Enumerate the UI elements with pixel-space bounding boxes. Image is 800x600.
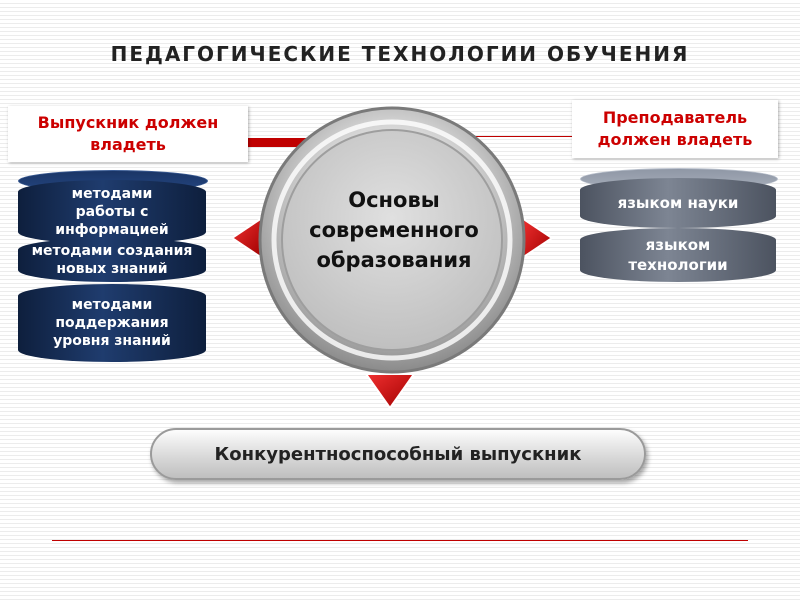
right-arrow-icon — [521, 216, 554, 260]
right-item-2-line-2: технологии — [628, 256, 728, 274]
center-text-line-3: образования — [316, 248, 472, 272]
left-item-3: методами поддержания уровня знаний — [18, 284, 206, 362]
right-item-1: языком науки — [580, 178, 776, 228]
left-label-line-2: владеть — [90, 135, 166, 154]
left-item-2-line-2: новых знаний — [56, 261, 168, 277]
left-label-box: Выпускник должен владеть — [8, 106, 248, 162]
right-label-box: Преподаватель должен владеть — [572, 100, 778, 158]
left-item-2-line-1: методами создания — [31, 243, 193, 259]
right-label-line-1: Преподаватель — [602, 108, 748, 127]
slide-title: ПЕДАГОГИЧЕСКИЕ ТЕХНОЛОГИИ ОБУЧЕНИЯ — [110, 42, 690, 66]
left-item-3-line-3: уровня знаний — [53, 333, 171, 349]
right-item-2-line-1: языком — [645, 236, 711, 254]
center-text-line-1: Основы — [348, 188, 440, 212]
down-arrow-icon — [364, 373, 416, 410]
top-red-bar — [248, 138, 338, 147]
right-item-1-line-1: языком науки — [617, 194, 739, 212]
center-text: Основы современного образования — [283, 185, 505, 275]
result-button: Конкурентноспособный выпускник — [150, 428, 646, 480]
inner-disc — [281, 129, 503, 351]
left-item-1-line-3: информацией — [55, 222, 169, 238]
left-label-line-1: Выпускник должен — [37, 113, 219, 132]
bottom-red-line — [52, 540, 748, 541]
left-item-1-line-2: работы с — [75, 204, 149, 220]
top-right-red-line — [472, 136, 572, 137]
left-item-2: методами создания новых знаний — [18, 238, 206, 282]
left-item-1-line-1: методами — [71, 186, 153, 202]
right-label-line-2: должен владеть — [597, 130, 753, 149]
center-text-line-2: современного — [309, 218, 479, 242]
left-item-3-line-2: поддержания — [55, 315, 169, 331]
left-arrow-icon — [230, 216, 263, 260]
left-item-3-line-1: методами — [71, 297, 153, 313]
right-item-2: языком технологии — [580, 228, 776, 282]
left-item-1: методами работы с информацией — [18, 180, 206, 244]
